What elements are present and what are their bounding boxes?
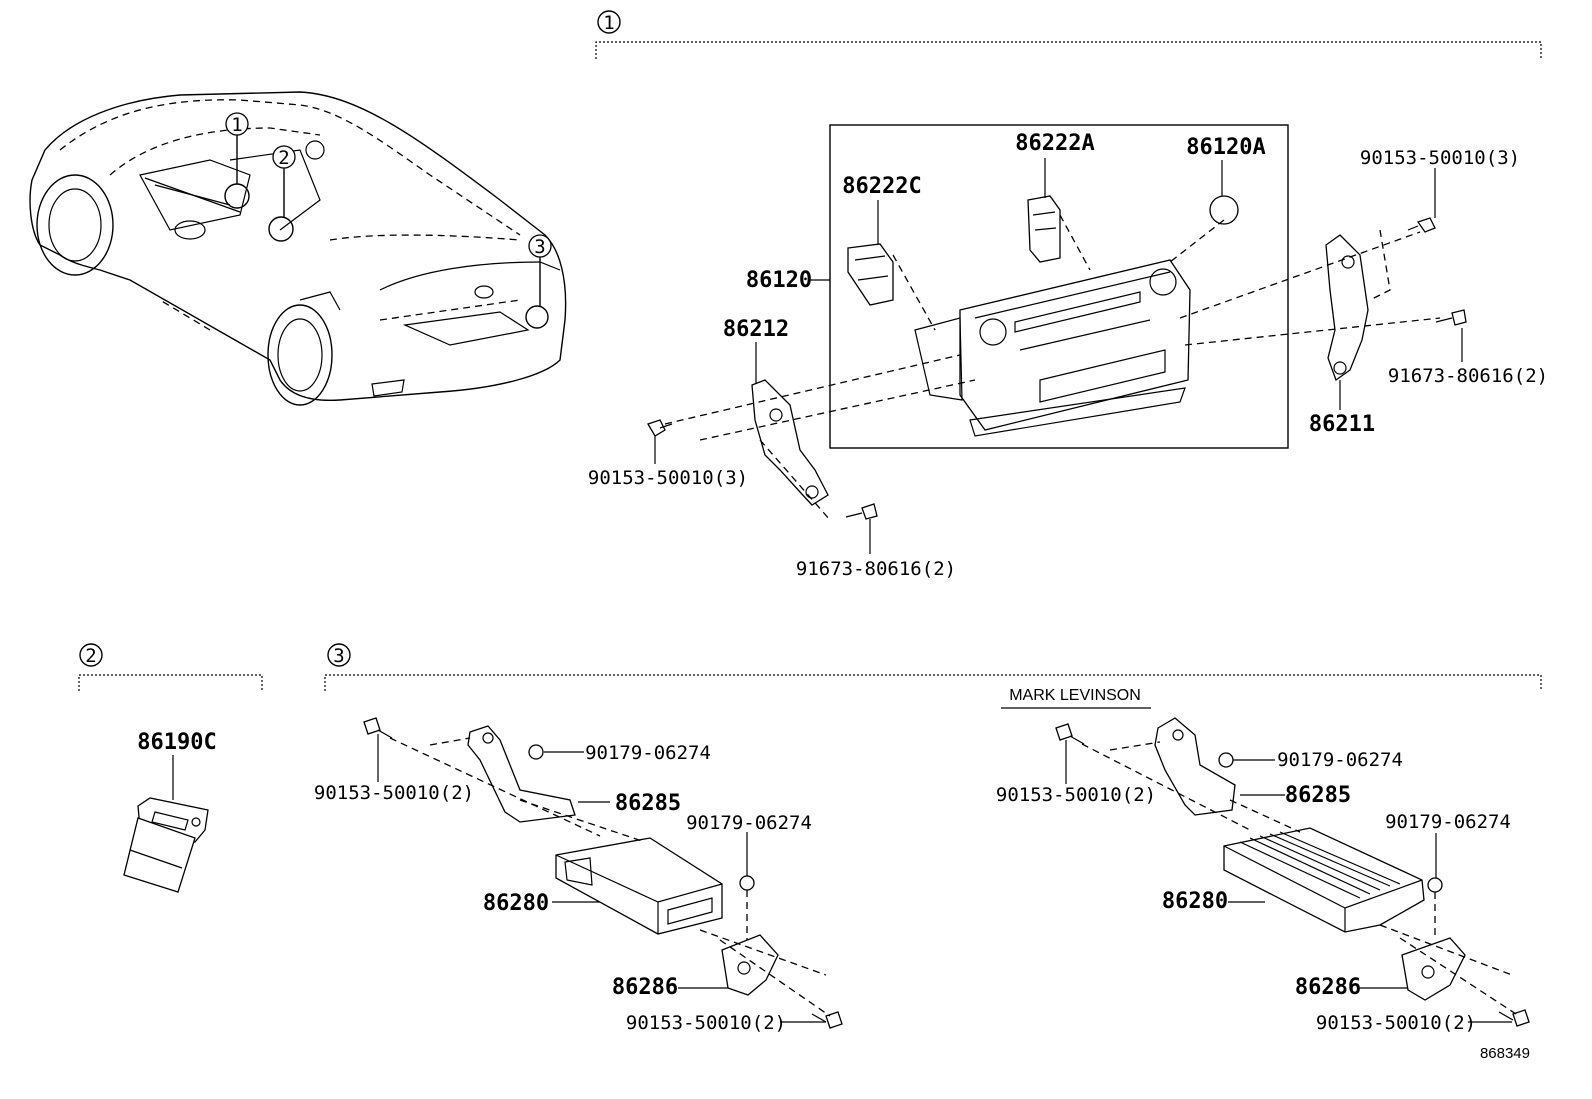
label-86120A: 86120A [1186,135,1265,160]
label-86190C: 86190C [137,730,216,755]
nut-top-standard-icon[interactable] [528,744,544,760]
section-1-audio-head-unit: 1 [588,10,1548,580]
label-86222C: 86222C [842,174,921,199]
label-bolt-left: 90153-50010(3) [588,467,748,489]
bracket-86211[interactable] [1325,234,1369,382]
section-1-bracket-line [595,41,1542,59]
section-3-amplifier: 3 [314,643,1542,1034]
knob-86120A[interactable] [1209,195,1239,225]
section-1-marker: 1 [597,10,621,34]
label-nut-right-mark-levinson: 90179-06274 [1385,811,1511,833]
nut-right-standard-icon[interactable] [739,875,755,891]
label-bolt-top-mark-levinson: 90153-50010(2) [996,784,1156,806]
radio-head-unit[interactable] [914,259,1191,437]
label-screw-left: 91673-80616(2) [796,558,956,580]
radio-assembly-box [829,124,1289,449]
bolt-bottom-standard-icon[interactable] [811,1011,843,1029]
screw-right-icon[interactable] [1435,309,1467,326]
bolt-left-icon[interactable] [647,419,673,437]
bracket-86285-mark-levinson[interactable] [1154,717,1236,816]
vehicle-callout-label: 3 [534,236,545,258]
nut-top-mark-levinson-icon[interactable] [1218,752,1234,768]
label-86285-mark-levinson: 86285 [1285,783,1351,808]
bolt-top-standard-icon[interactable] [363,717,393,739]
screw-left-icon[interactable] [845,503,878,520]
bracket-86212[interactable] [751,379,829,506]
amplifier-86280-standard[interactable] [555,837,723,935]
label-86285-standard: 86285 [615,791,681,816]
label-bolt-bottom-mark-levinson: 90153-50010(2) [1316,1012,1476,1034]
label-86280-mark-levinson: 86280 [1162,889,1228,914]
switch-86190C[interactable] [123,797,209,893]
nut-right-mark-levinson-icon[interactable] [1427,877,1443,893]
vehicle-callout-2[interactable]: 2 [272,145,296,169]
figure-id: 868349 [1480,1045,1530,1062]
bolt-bottom-mark-levinson-icon[interactable] [1498,1009,1530,1027]
vehicle-callout-label: 1 [231,114,242,136]
label-nut-top-mark-levinson: 90179-06274 [1277,749,1403,771]
label-bolt-top-standard: 90153-50010(2) [314,782,474,804]
vehicle-callout-3[interactable]: 3 [528,234,552,258]
section-2-switch: 2 86190C [78,643,263,893]
label-screw-right: 91673-80616(2) [1388,365,1548,387]
svg-text:1: 1 [603,12,614,34]
section-2-bracket-line [78,674,263,691]
label-86222A: 86222A [1015,131,1094,156]
label-86280-standard: 86280 [483,891,549,916]
amplifier-86280-mark-levinson[interactable] [1223,827,1425,933]
section-2-marker: 2 [79,643,103,667]
standard-amplifier-group: 90153-50010(2) 90179-06274 86285 90179-0… [314,717,843,1034]
label-bolt-right: 90153-50010(3) [1360,147,1520,169]
switch-86222A[interactable] [1027,195,1061,263]
switch-86222C[interactable] [847,243,894,306]
bracket-86286-mark-levinson[interactable] [1401,937,1466,1001]
bolt-right-icon[interactable] [1407,217,1436,233]
label-86212: 86212 [723,317,789,342]
vehicle-callout-1[interactable]: 1 [225,112,249,136]
section-3-bracket-line [324,674,1542,691]
label-86286-mark-levinson: 86286 [1295,975,1361,1000]
label-bolt-bottom-standard: 90153-50010(2) [626,1012,786,1034]
label-86211: 86211 [1309,412,1375,437]
mark-levinson-variant-label: MARK LEVINSON [1009,687,1141,704]
svg-text:3: 3 [333,645,344,667]
label-86286-standard: 86286 [612,975,678,1000]
vehicle-callout-label: 2 [278,147,289,169]
bolt-top-mark-levinson-icon[interactable] [1055,723,1085,745]
label-86120: 86120 [746,268,812,293]
label-nut-top-standard: 90179-06274 [585,742,711,764]
bracket-86286-standard[interactable] [721,934,779,996]
section-3-marker: 3 [327,643,351,667]
label-nut-right-standard: 90179-06274 [686,812,812,834]
bracket-86285-standard[interactable] [467,725,576,823]
svg-text:2: 2 [85,645,96,667]
mark-levinson-amplifier-group: MARK LEVINSON [996,687,1530,1034]
vehicle-illustration: 1 2 3 [29,91,567,406]
